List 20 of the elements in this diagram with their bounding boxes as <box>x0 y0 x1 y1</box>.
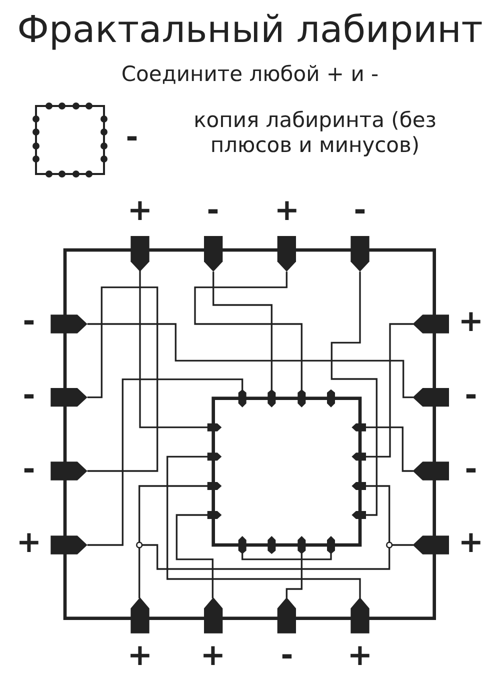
polarity-sign: - <box>280 641 294 671</box>
polarity-sign: + <box>199 641 227 671</box>
polarity-sign: + <box>126 641 154 671</box>
polarity-sign: + <box>457 528 485 558</box>
dash-sign: - <box>124 120 140 155</box>
polarity-sign: - <box>464 455 478 485</box>
polarity-sign: - <box>464 381 478 411</box>
polarity-sign: + <box>126 196 154 226</box>
polarity-sign: - <box>22 455 36 485</box>
subtitle: Соедините любой + и - <box>120 62 380 86</box>
polarity-sign: - <box>22 381 36 411</box>
polarity-sign: - <box>352 196 368 226</box>
polarity-sign: + <box>273 196 301 226</box>
legend-text: копия лабиринта (без плюсов и минусов) <box>192 108 438 158</box>
title: Фрактальный лабиринт <box>16 8 484 51</box>
polarity-sign: - <box>22 307 36 337</box>
polarity-sign: + <box>15 528 43 558</box>
polarity-sign: + <box>457 307 485 337</box>
polarity-sign: + <box>346 641 374 671</box>
polarity-sign: - <box>206 196 220 226</box>
